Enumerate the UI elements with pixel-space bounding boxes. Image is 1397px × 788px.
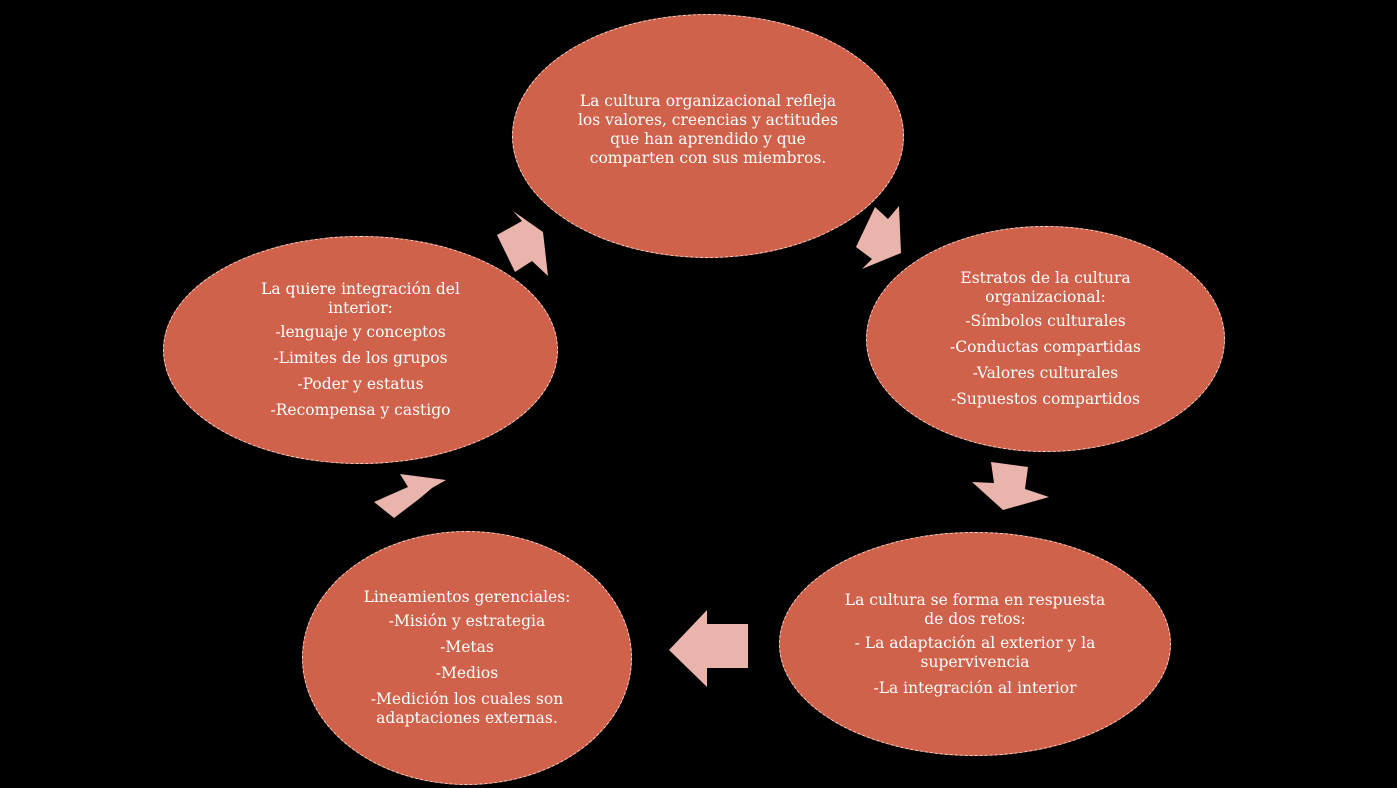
node-cultura-organizacional: La cultura organizacional refleja los va… bbox=[512, 14, 904, 258]
arrow-bottom-left-to-left bbox=[374, 474, 446, 518]
node-left-item: -Recompensa y castigo bbox=[270, 401, 451, 419]
node-integracion: La quiere integración del interior: -len… bbox=[163, 236, 558, 464]
node-right-item: -Supuestos compartidos bbox=[951, 390, 1140, 408]
arrow-bottom-right-to-bottom-left bbox=[669, 610, 748, 687]
node-left-item: -lenguaje y conceptos bbox=[275, 323, 446, 341]
node-right-item: -Conductas compartidas bbox=[950, 338, 1141, 356]
node-bottom-right-heading: La cultura se forma en respuesta de dos … bbox=[844, 590, 1106, 628]
arrow-right-to-bottom-right bbox=[972, 462, 1049, 510]
node-bottom-left-item: -Metas bbox=[440, 638, 494, 656]
node-left-item: -Poder y estatus bbox=[297, 375, 424, 393]
node-lineamientos: Lineamientos gerenciales: -Misión y estr… bbox=[302, 531, 632, 785]
node-bottom-left-item: -Medios bbox=[435, 664, 499, 682]
node-top-text: La cultura organizacional refleja los va… bbox=[577, 92, 839, 167]
node-bottom-left-item: -Misión y estrategia bbox=[388, 612, 546, 630]
node-right-item: -Símbolos culturales bbox=[965, 312, 1126, 330]
node-bottom-right-item: -La integración al interior bbox=[873, 678, 1077, 697]
node-bottom-left-item: -Medición los cuales son adaptaciones ex… bbox=[370, 690, 564, 727]
node-estratos: Estratos de la cultura organizacional: -… bbox=[866, 226, 1225, 452]
node-left-heading: La quiere integración del interior: bbox=[261, 280, 460, 317]
arrow-left-to-top bbox=[497, 211, 548, 276]
node-right-item: -Valores culturales bbox=[972, 364, 1119, 382]
node-retos: La cultura se forma en respuesta de dos … bbox=[779, 532, 1171, 756]
arrow-top-to-right bbox=[856, 206, 901, 269]
node-left-item: -Limites de los grupos bbox=[273, 349, 448, 367]
node-right-heading: Estratos de la cultura organizacional: bbox=[960, 269, 1131, 306]
node-bottom-left-heading: Lineamientos gerenciales: bbox=[363, 588, 571, 606]
node-bottom-right-item: - La adaptación al exterior y la supervi… bbox=[854, 633, 1096, 671]
